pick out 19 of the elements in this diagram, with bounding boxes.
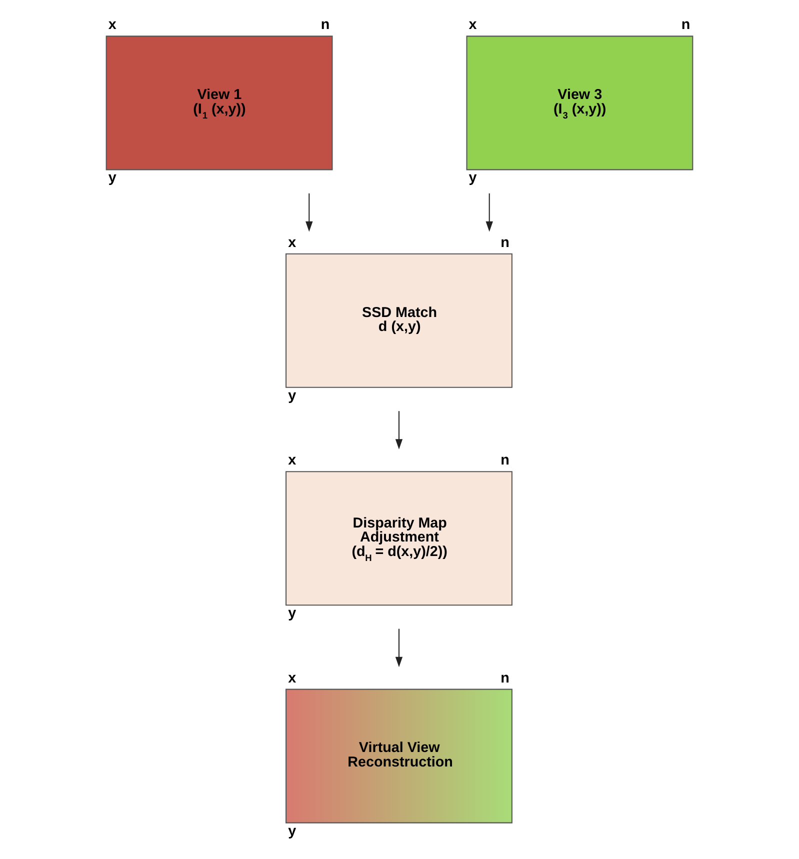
node-label: y [288, 823, 296, 840]
arrow [395, 628, 403, 668]
node-label: y [108, 170, 116, 186]
node-label: y [288, 388, 296, 404]
node-label: n [500, 670, 510, 686]
node-label: n [681, 17, 690, 34]
node-label: y [468, 170, 477, 186]
arrow [486, 193, 493, 232]
node-label: y [288, 606, 296, 622]
node-label: n [320, 17, 330, 34]
node-label: x [288, 452, 296, 469]
node-label: x [288, 234, 296, 251]
node-label: x [108, 17, 116, 34]
node-label: x [288, 670, 296, 686]
arrow [306, 193, 313, 232]
arrow [395, 411, 403, 450]
node-label: n [500, 234, 510, 251]
node-label: n [500, 452, 510, 469]
node-label: x [468, 17, 477, 34]
